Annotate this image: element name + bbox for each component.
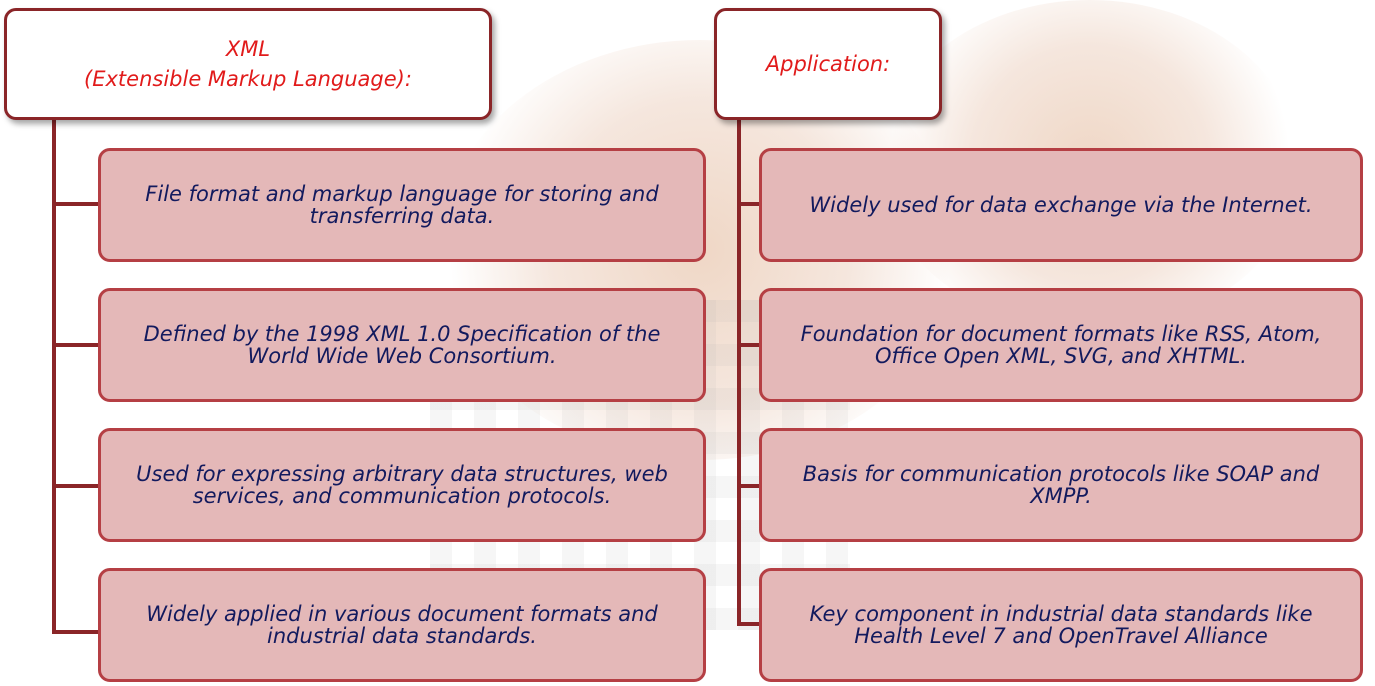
application-item-text: Key component in industrial data standar…: [809, 602, 1313, 648]
xml-item-1: File format and markup language for stor…: [98, 148, 706, 262]
application-item-text: Widely used for data exchange via the In…: [809, 193, 1313, 217]
application-item-4: Key component in industrial data standar…: [759, 568, 1363, 682]
application-item-text: Basis for communication protocols like S…: [802, 462, 1320, 508]
left-trunk-line: [52, 118, 56, 634]
xml-item-4: Widely applied in various document forma…: [98, 568, 706, 682]
right-trunk-line: [737, 118, 741, 626]
xml-header-title: XML: [225, 37, 271, 61]
right-branch-line: [737, 343, 761, 347]
application-item-2: Foundation for document formats like RSS…: [759, 288, 1363, 402]
xml-item-text: Defined by the 1998 XML 1.0 Specificatio…: [143, 322, 661, 368]
xml-item-text: File format and markup language for stor…: [145, 182, 659, 228]
xml-item-text: Used for expressing arbitrary data struc…: [136, 462, 668, 508]
xml-header-subtitle: (Extensible Markup Language):: [84, 67, 412, 91]
right-branch-line: [737, 484, 761, 488]
right-branch-line: [737, 622, 761, 626]
application-item-1: Widely used for data exchange via the In…: [759, 148, 1363, 262]
application-header-box: Application:: [714, 8, 942, 120]
right-branch-line: [737, 202, 761, 206]
left-branch-line: [52, 202, 100, 206]
xml-item-text: Widely applied in various document forma…: [146, 602, 658, 648]
application-item-text: Foundation for document formats like RSS…: [800, 322, 1322, 368]
left-branch-line: [52, 630, 100, 634]
application-header-title: Application:: [765, 52, 891, 76]
application-item-3: Basis for communication protocols like S…: [759, 428, 1363, 542]
xml-item-2: Defined by the 1998 XML 1.0 Specificatio…: [98, 288, 706, 402]
xml-header-box: XML (Extensible Markup Language):: [4, 8, 492, 120]
left-branch-line: [52, 484, 100, 488]
xml-item-3: Used for expressing arbitrary data struc…: [98, 428, 706, 542]
left-branch-line: [52, 343, 100, 347]
